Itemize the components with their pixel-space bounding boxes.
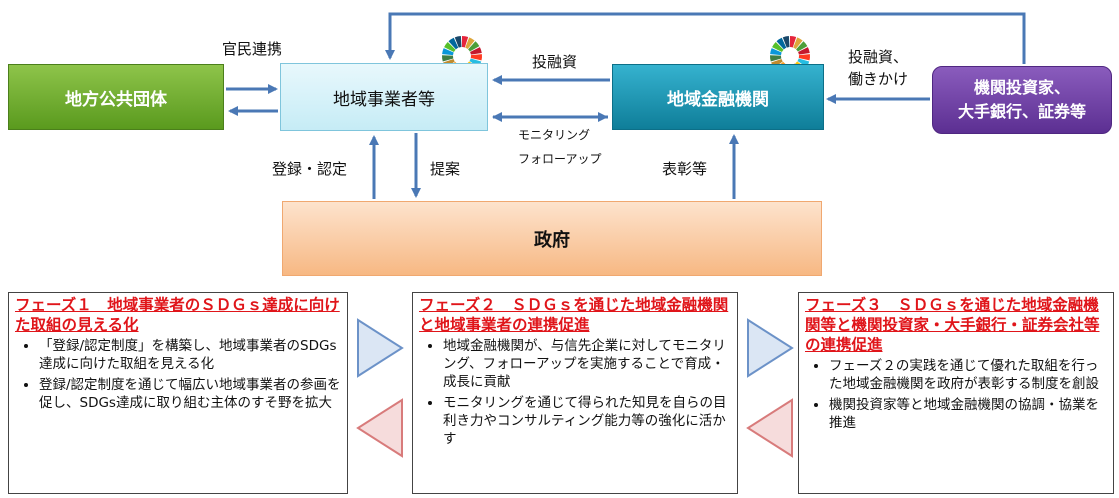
sdg-wheel-segment (454, 36, 462, 48)
sdg-wheel-segment (769, 55, 782, 62)
phase-1-title: フェーズ１ 地域事業者のＳＤＧｓ達成に向けた取組の見える化 (15, 296, 340, 334)
sdg-wheel-segment (470, 47, 482, 55)
arrow-investor-to-business-loop (385, 12, 1026, 64)
investor-line-2: 大手銀行、証券等 (957, 102, 1086, 121)
node-government: 政府 (282, 201, 822, 276)
sdg-wheel-segment (470, 54, 482, 61)
label-register: 登録・認定 (272, 160, 348, 178)
phase-3-item: フェーズ２の実践を通じて優れた取組を行った地域金融機関を政府が表彰する制度を創設 (829, 357, 1107, 393)
phase-1-item: 「登録/認定制度」を構築し、地域事業者のSDGs達成に向けた取組を見える化 (39, 337, 341, 373)
phase-1-panel: フェーズ１ 地域事業者のＳＤＧｓ達成に向けた取組の見える化 「登録/認定制度」を… (8, 292, 348, 494)
sdg-wheel-segment (790, 36, 797, 48)
label-follow-up: フォローアップ (518, 152, 602, 166)
sdg-wheel-segment (796, 41, 808, 52)
node-local-bank: 地域金融機関 (612, 64, 824, 130)
chevron-forward-2 (747, 318, 794, 378)
label-commend: 表彰等 (662, 160, 708, 178)
sdg-wheel-segment (782, 36, 790, 48)
phase-3-item: 機関投資家等と地域金融機関の協調・協業を推進 (829, 396, 1107, 432)
sdg-wheel-segment (441, 55, 454, 62)
phase-2-item: モニタリングを通じて得られた知見を自らの目利き力やコンサルティング能力等の強化に… (443, 394, 731, 448)
label-investment-influence-2: 働きかけ (848, 70, 909, 88)
sdg-wheel-segment (798, 47, 810, 55)
label-investment-influence-1: 投融資、 (848, 48, 909, 66)
sdg-wheel-segment (776, 37, 787, 50)
label-public-private: 官民連携 (222, 40, 283, 58)
sdg-wheel-segment (465, 37, 475, 50)
sdg-wheel-segment (468, 41, 480, 52)
node-local-business: 地域事業者等 (280, 63, 488, 131)
phase-2-item: 地域金融機関が、与信先企業に対してモニタリング、フォローアップを実施することで育… (443, 337, 731, 391)
label-monitoring: モニタリング (518, 128, 591, 142)
label-investment: 投融資 (532, 53, 578, 71)
chevron-forward-1 (357, 318, 404, 378)
sdg-wheel-segment (798, 54, 810, 61)
sdg-wheel-segment (444, 41, 456, 52)
phase-3-title: フェーズ３ ＳＤＧｓを通じた地域金融機関等と機関投資家・大手銀行・証券会社等の連… (805, 296, 1100, 354)
sdg-wheel-segment (770, 48, 782, 56)
sdg-wheel-segment (448, 37, 459, 50)
phase-2-title: フェーズ２ ＳＤＧｓを通じた地域金融機関と地域事業者の連携促進 (419, 296, 729, 334)
phase-3-panel: フェーズ３ ＳＤＧｓを通じた地域金融機関等と機関投資家・大手銀行・証券会社等の連… (798, 292, 1114, 494)
sdg-wheel-segment (442, 48, 454, 56)
sdg-wheel-segment (462, 36, 469, 48)
sdg-wheel-segment (793, 37, 803, 50)
label-proposal: 提案 (430, 160, 461, 178)
node-investors: 機関投資家、 大手銀行、証券等 (932, 66, 1112, 134)
chevron-back-1 (356, 398, 403, 458)
sdg-wheel-segment (772, 41, 784, 52)
phase-1-item: 登録/認定制度を通じて幅広い地域事業者の参画を促し、SDGs達成に取り組む主体の… (39, 376, 341, 412)
chevron-back-2 (746, 398, 793, 458)
phase-2-panel: フェーズ２ ＳＤＧｓを通じた地域金融機関と地域事業者の連携促進 地域金融機関が、… (412, 292, 738, 494)
investor-line-1: 機関投資家、 (973, 78, 1070, 97)
node-local-government: 地方公共団体 (8, 64, 224, 130)
